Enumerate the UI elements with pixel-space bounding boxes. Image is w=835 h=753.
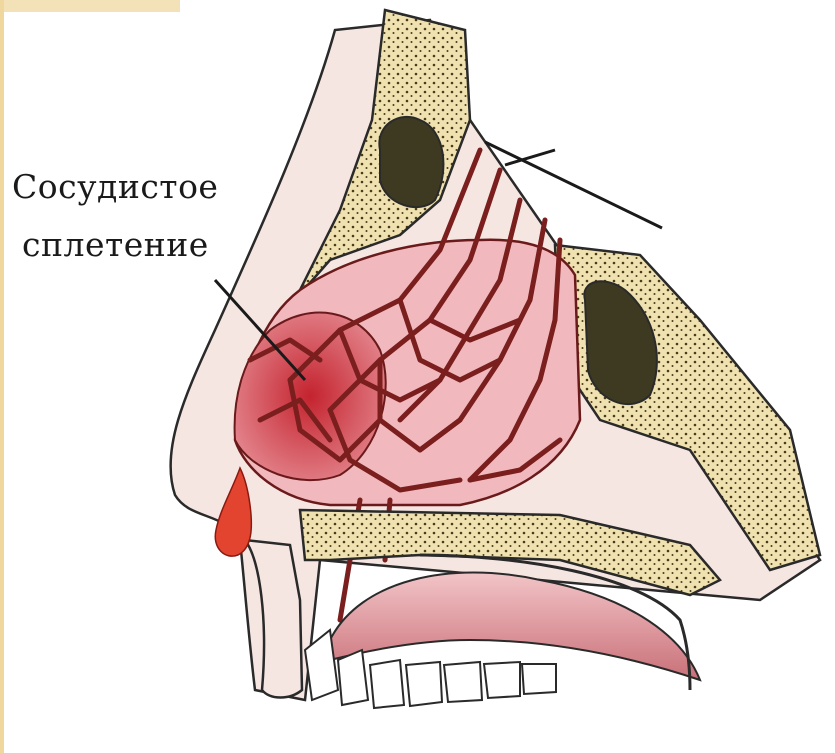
plexus-label-line1: Сосудистое <box>12 158 218 216</box>
frontal-sinus <box>379 117 443 207</box>
plexus-label: Сосудистое сплетение <box>12 158 218 274</box>
plexus-label-line2: сплетение <box>12 216 218 274</box>
